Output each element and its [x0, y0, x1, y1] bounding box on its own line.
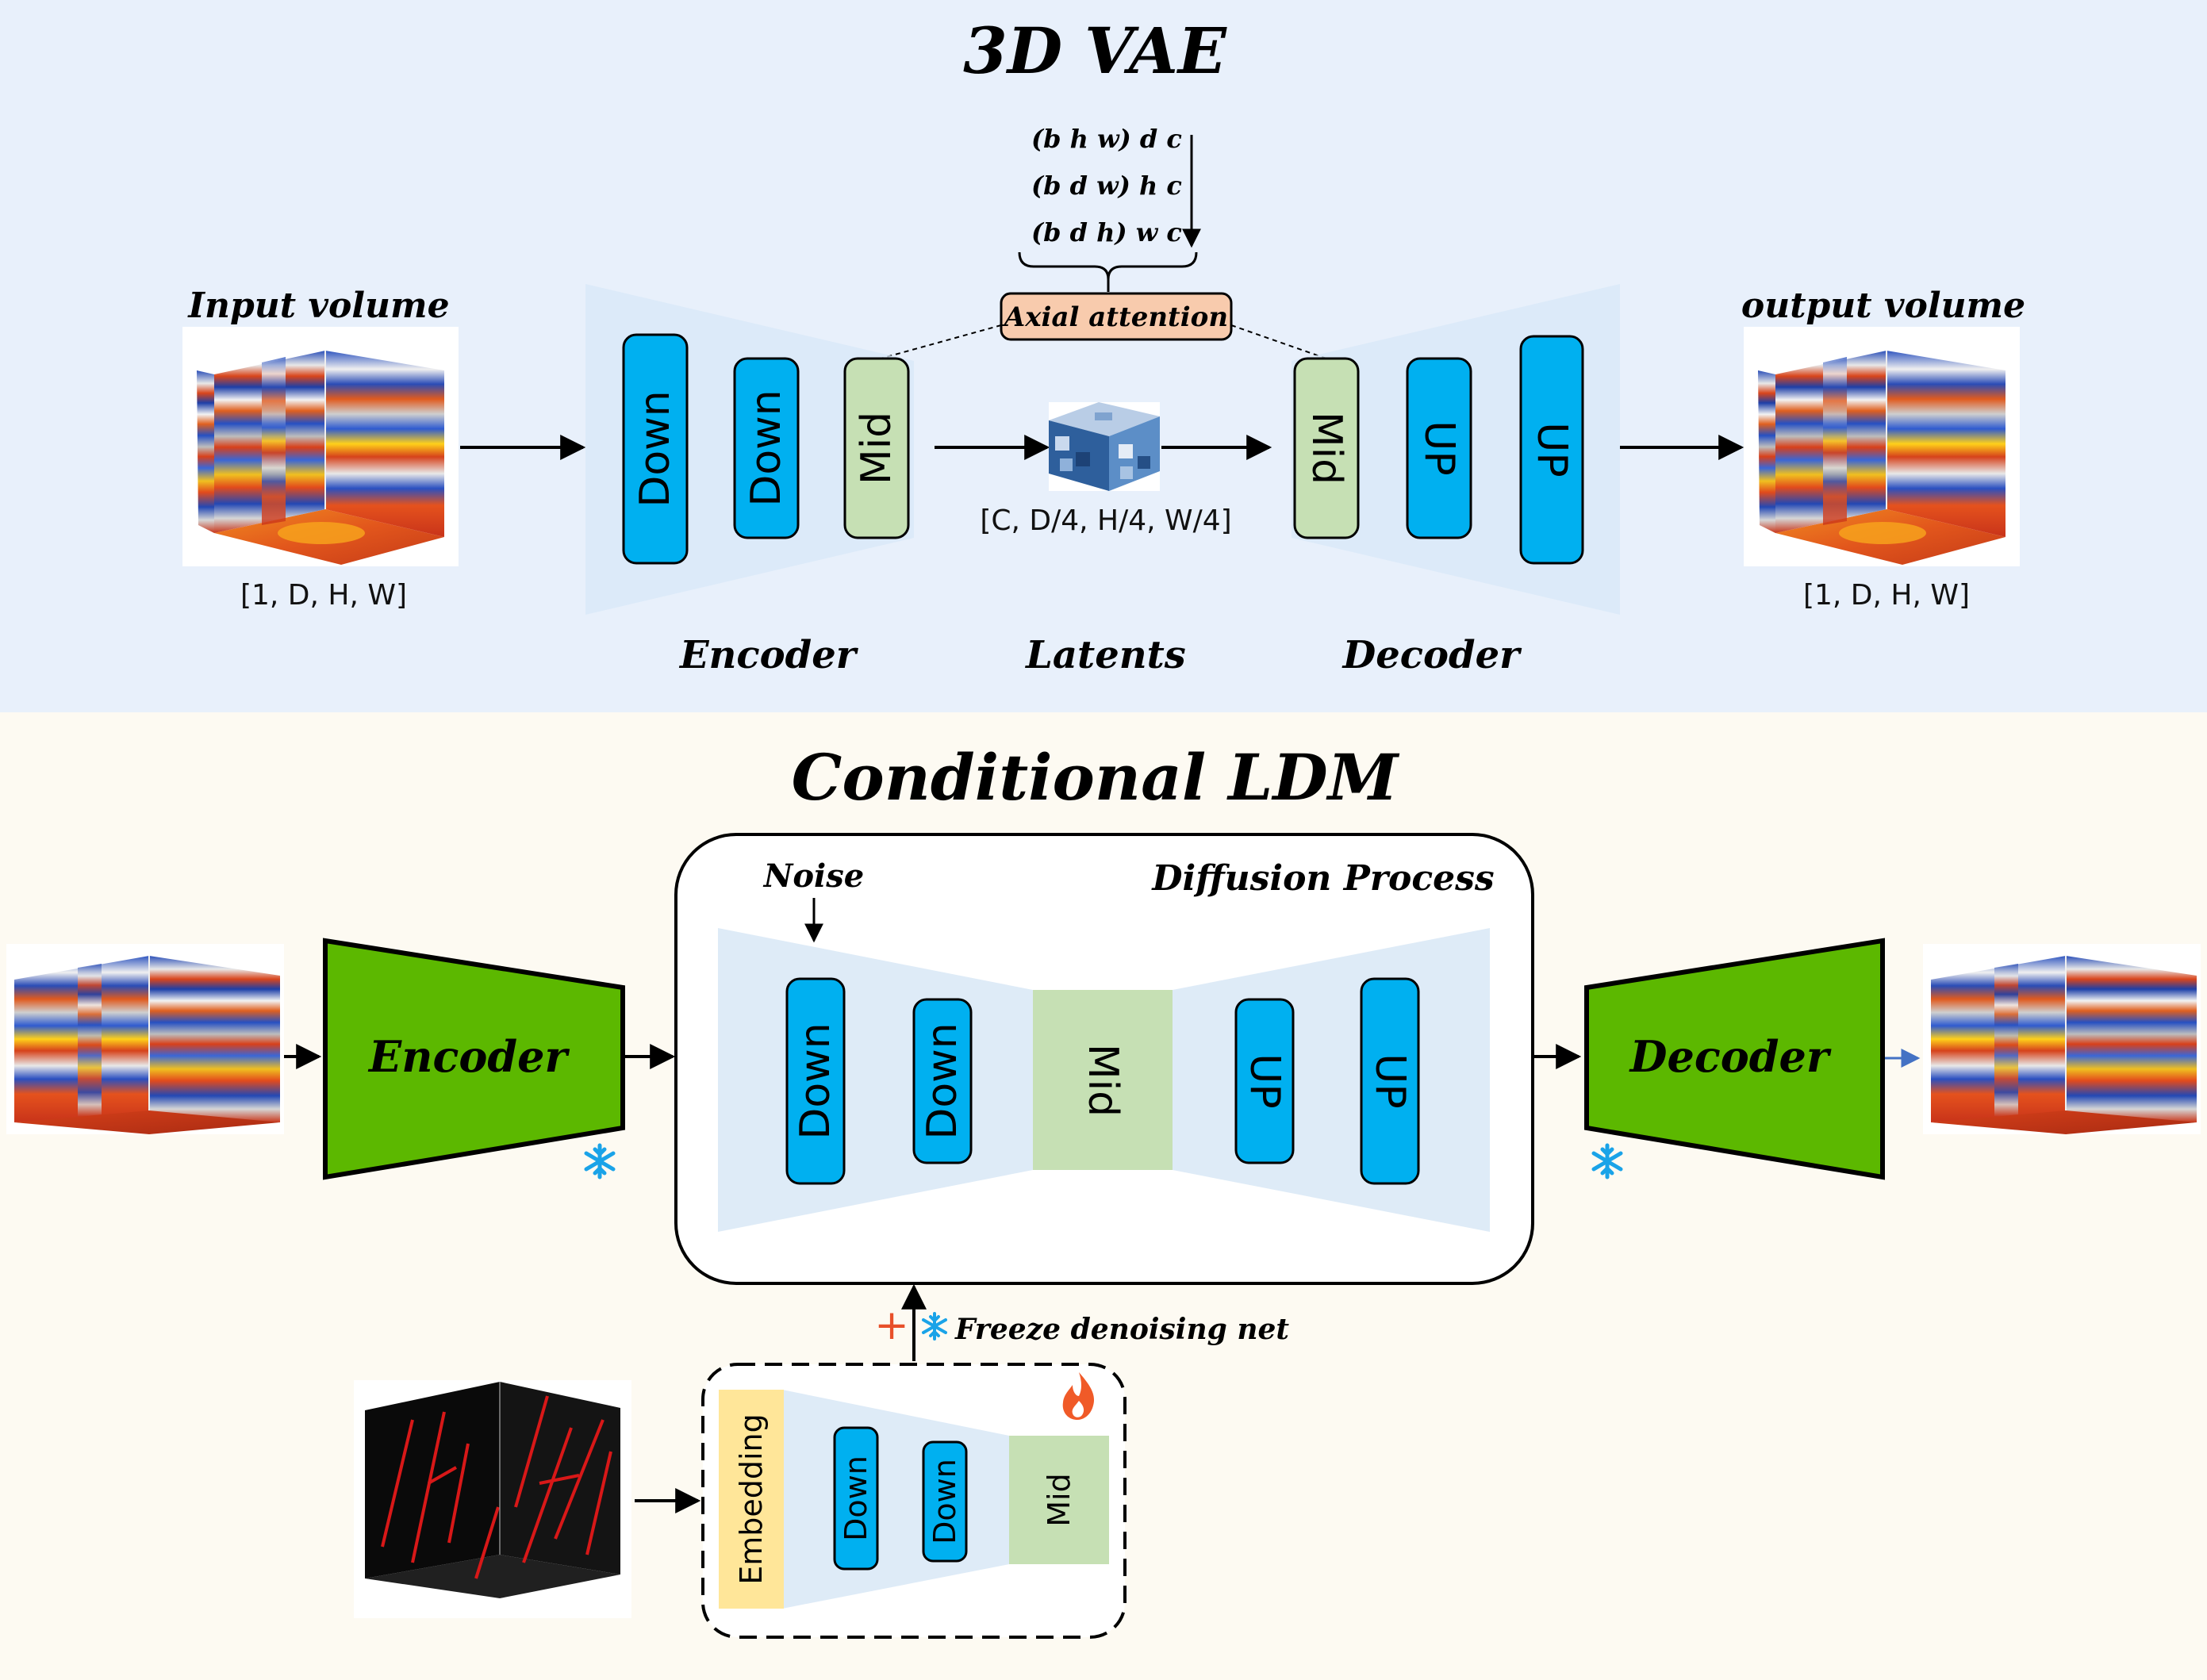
- vae-decoder-up-2: UP: [1519, 335, 1584, 565]
- plus-sign: +: [874, 1302, 909, 1349]
- attention-link-encoder: [880, 324, 1002, 359]
- svg-text:Down: Down: [839, 1456, 873, 1541]
- svg-text:UP: UP: [1366, 1053, 1414, 1108]
- svg-text:Mid: Mid: [1303, 412, 1350, 485]
- svg-text:Down: Down: [631, 390, 679, 507]
- input-volume-label: Input volume: [186, 286, 449, 326]
- input-shape-label: [1, D, H, W]: [240, 579, 407, 612]
- unet-up-2: UP: [1360, 977, 1420, 1185]
- svg-text:Down: Down: [919, 1022, 966, 1139]
- control-down-1: Down: [833, 1426, 879, 1571]
- input-volume-icon: [182, 326, 459, 567]
- ldm-output-volume-icon: [1922, 943, 2201, 1135]
- vae-decoder-up-1: UP: [1406, 357, 1472, 539]
- vae-encoder-mid: Mid: [843, 357, 910, 539]
- vae-encoder-down-1: Down: [622, 333, 689, 565]
- output-shape-label: [1, D, H, W]: [1803, 579, 1970, 612]
- svg-text:Down: Down: [792, 1022, 839, 1139]
- axial-row-2: (b d w) h c: [1031, 171, 1182, 201]
- unet-up-1: UP: [1234, 998, 1295, 1164]
- axial-row-3: (b d h) w c: [1031, 217, 1182, 247]
- svg-text:UP: UP: [1528, 422, 1576, 477]
- ldm-title: Conditional LDM: [792, 740, 1400, 815]
- vae-title: 3D VAE: [963, 13, 1227, 88]
- vae-encoder-down-2: Down: [733, 357, 800, 539]
- control-embedding: Embedding: [719, 1390, 784, 1609]
- vae-decoder-label: Decoder: [1341, 633, 1523, 677]
- vae-encoder-label: Encoder: [678, 633, 859, 677]
- vae-latents-label: Latents: [1024, 633, 1186, 677]
- snowflake-icon: [584, 1143, 616, 1179]
- output-volume-label: output volume: [1741, 286, 2025, 326]
- unet-down-1: Down: [785, 977, 846, 1185]
- svg-text:Down: Down: [927, 1459, 962, 1544]
- diffusion-process-label: Diffusion Process: [1150, 858, 1494, 899]
- control-down-2: Down: [922, 1440, 968, 1563]
- ldm-decoder-block: [1584, 938, 1885, 1180]
- output-volume-icon: [1743, 326, 2021, 567]
- axial-attention-box: [1000, 292, 1233, 341]
- svg-text:Embedding: Embedding: [734, 1413, 769, 1585]
- vae-decoder-mid: Mid: [1293, 357, 1360, 539]
- control-mid: Mid: [1009, 1436, 1109, 1564]
- unet-down-2: Down: [912, 998, 973, 1164]
- svg-text:UP: UP: [1241, 1053, 1288, 1108]
- axial-row-1: (b h w) d c: [1031, 124, 1182, 154]
- fault-volume-icon: [354, 1380, 631, 1618]
- ldm-decoder-label: Decoder: [1629, 1031, 1832, 1082]
- ldm-encoder-block: [323, 938, 625, 1180]
- svg-text:Mid: Mid: [1042, 1473, 1077, 1526]
- svg-text:Mid: Mid: [853, 412, 900, 485]
- snowflake-icon: [922, 1312, 947, 1341]
- latent-cube-icon: [1049, 402, 1160, 491]
- noise-label: Noise: [762, 857, 864, 895]
- svg-text:Down: Down: [743, 389, 790, 506]
- ldm-input-volume-icon: [6, 943, 285, 1135]
- unet-mid: Mid: [1033, 990, 1173, 1170]
- flame-icon: [1062, 1372, 1095, 1420]
- latent-shape-label: [C, D/4, H/4, W/4]: [980, 504, 1231, 537]
- svg-text:Mid: Mid: [1079, 1044, 1127, 1117]
- svg-text:UP: UP: [1415, 420, 1463, 475]
- snowflake-icon: [1591, 1143, 1623, 1179]
- ldm-encoder-label: Encoder: [367, 1031, 570, 1082]
- freeze-label: Freeze denoising net: [954, 1313, 1289, 1346]
- axial-attention-label: Axial attention: [1002, 301, 1228, 333]
